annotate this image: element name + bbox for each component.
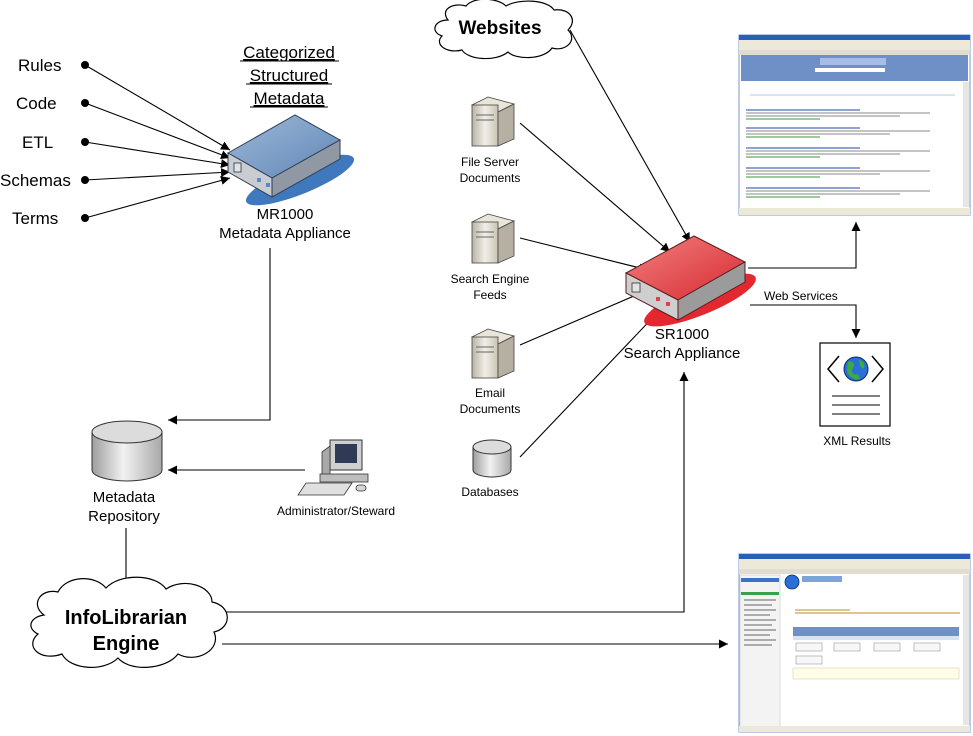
heading-line-3: Metadata bbox=[254, 89, 325, 108]
email-label-line-1: Email bbox=[475, 386, 505, 400]
database-icon bbox=[91, 420, 163, 482]
arrow-email-to-sr1000 bbox=[519, 289, 649, 346]
arrow-engine-to-sr1000 bbox=[222, 372, 689, 613]
fileserver-label-line-1: File Server bbox=[461, 155, 519, 169]
fileserver-label-line-2: Documents bbox=[460, 171, 521, 185]
input-terms: Terms bbox=[12, 209, 58, 228]
server-icon bbox=[470, 328, 516, 379]
mr1000-description: Metadata Appliance bbox=[219, 225, 351, 242]
input-schemas: Schemas bbox=[0, 171, 71, 190]
heading-line-1: Categorized bbox=[243, 43, 335, 62]
arrow-databases-to-sr1000 bbox=[519, 309, 661, 458]
input-rules: Rules bbox=[18, 56, 61, 75]
engine-label-line-1: InfoLibrarian bbox=[65, 607, 187, 629]
arrow-sr1000-to-xml bbox=[750, 304, 861, 338]
metadata-heading: Categorized Structured Metadata bbox=[240, 43, 339, 108]
feeds-label-line-1: Search Engine bbox=[451, 272, 530, 286]
arrow-feeds-to-sr1000 bbox=[519, 237, 649, 273]
arrow-schemas-to-mr1000 bbox=[84, 168, 231, 181]
arrow-sr1000-to-browser bbox=[748, 222, 861, 269]
arrow-rules-to-mr1000 bbox=[84, 64, 231, 151]
sr1000-description: Search Appliance bbox=[624, 345, 741, 362]
workstation-icon bbox=[297, 439, 369, 496]
arrow-websites-to-sr1000 bbox=[569, 29, 691, 243]
websites-cloud-icon bbox=[434, 0, 573, 60]
arrow-mr1000-to-repository bbox=[168, 248, 271, 425]
arrow-terms-to-mr1000 bbox=[84, 176, 231, 219]
websites-label: Websites bbox=[458, 18, 541, 39]
arrow-etl-to-mr1000 bbox=[84, 141, 231, 169]
repository-label-line-2: Repository bbox=[88, 508, 160, 525]
web-services-label: Web Services bbox=[764, 289, 838, 303]
sr1000-appliance-icon bbox=[624, 235, 756, 327]
admin-label: Administrator/Steward bbox=[277, 504, 395, 518]
left-inputs: Rules Code ETL Schemas Terms bbox=[0, 56, 89, 228]
input-etl: ETL bbox=[22, 133, 53, 152]
database-icon bbox=[472, 439, 512, 478]
server-icon bbox=[470, 96, 516, 147]
sr1000-name: SR1000 bbox=[655, 326, 709, 343]
server-icon bbox=[470, 213, 516, 264]
arrow-fileserver-to-sr1000 bbox=[519, 122, 671, 253]
email-label-line-2: Documents bbox=[460, 402, 521, 416]
connectors bbox=[84, 29, 861, 649]
metadata-portal-browser-thumbnail bbox=[738, 553, 971, 733]
input-code: Code bbox=[16, 94, 57, 113]
engine-label-line-2: Engine bbox=[93, 633, 160, 655]
heading-line-2: Structured bbox=[250, 66, 328, 85]
databases-label: Databases bbox=[461, 485, 518, 499]
mr1000-appliance-icon bbox=[226, 114, 355, 206]
repository-label-line-1: Metadata bbox=[93, 489, 156, 506]
mr1000-name: MR1000 bbox=[257, 206, 314, 223]
search-results-browser-thumbnail bbox=[738, 34, 971, 216]
engine-cloud-icon bbox=[30, 576, 228, 668]
arrow-code-to-mr1000 bbox=[84, 102, 231, 160]
xml-document-icon bbox=[819, 342, 891, 427]
xml-results-label: XML Results bbox=[823, 434, 891, 448]
feeds-label-line-2: Feeds bbox=[473, 288, 506, 302]
